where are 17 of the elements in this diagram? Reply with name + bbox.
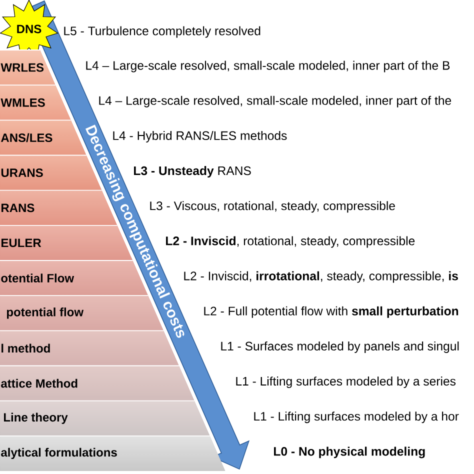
pyramid-tier: attice Method xyxy=(0,365,194,401)
starburst: DNS xyxy=(0,0,58,58)
level-description: L1 - Lifting surfaces modeled by a hor xyxy=(254,412,459,424)
level-description: L4 – Large-scale resolved, small-scale modeled, inner part of the B xyxy=(86,60,450,72)
level-description: L1 - Lifting surfaces modeled by a series xyxy=(236,376,456,388)
pyramid-tier: WRLES xyxy=(0,50,56,86)
pyramid-tier: Line theory xyxy=(0,400,210,436)
level-description: L2 - Inviscid, irrotational, steady, compressible, is xyxy=(184,271,458,283)
level-description: L5 - Turbulence completely resolved xyxy=(64,26,260,38)
level-description: L0 - No physical modeling xyxy=(274,446,425,458)
pyramid-tier: WMLES xyxy=(0,84,71,120)
level-description: L1 - Surfaces modeled by panels and singul xyxy=(221,341,459,353)
pyramid-tier: ANS/LES xyxy=(0,120,86,156)
pyramid-tier: alytical formulations xyxy=(0,435,226,471)
level-description: L4 – Large-scale resolved, small-scale modeled, inner part of the xyxy=(99,96,452,108)
level-description: L2 - Full potential flow with small perturbation xyxy=(204,306,458,318)
level-description: L3 - Unsteady RANS xyxy=(134,166,251,178)
